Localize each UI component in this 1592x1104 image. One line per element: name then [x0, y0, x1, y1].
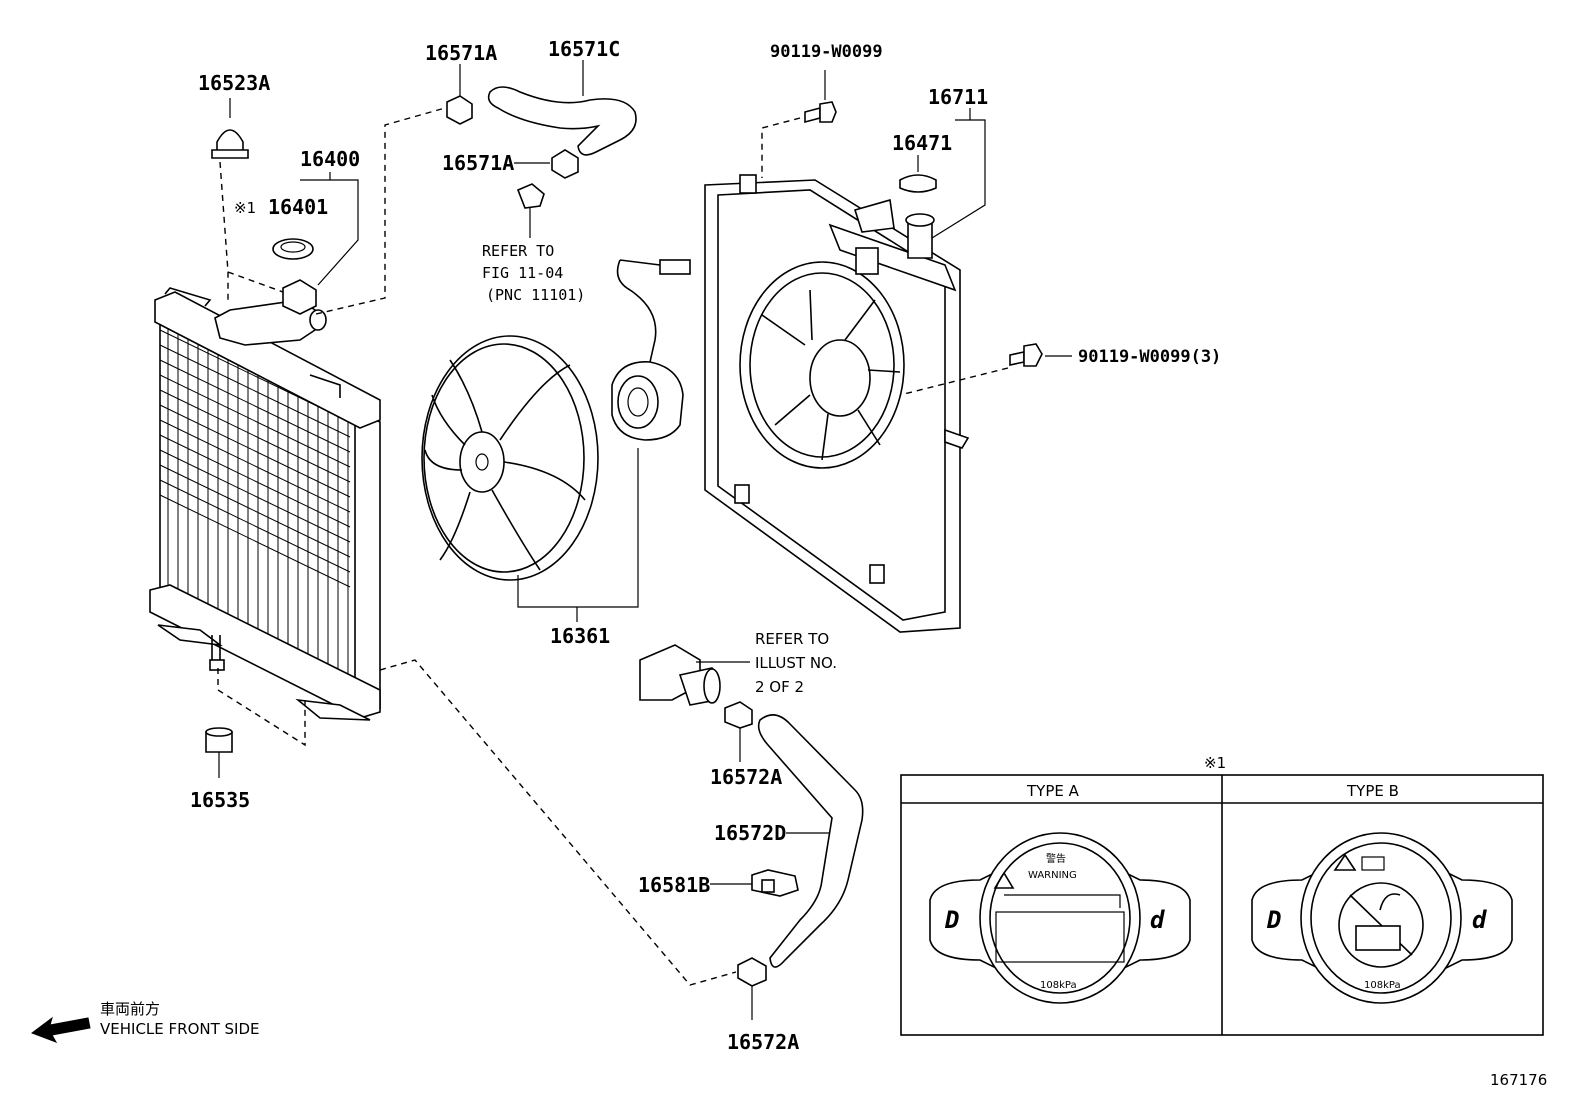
pressure-a: 108kPa: [1040, 980, 1077, 991]
front-arrow-icon: [30, 1016, 91, 1043]
upper-cushion-16523A: [211, 98, 249, 159]
warning-jp: 警告: [1046, 852, 1066, 865]
label-16571A-mid: 16571A: [442, 151, 514, 175]
front-side-en: VEHICLE FRONT SIDE: [100, 1020, 260, 1038]
refer-fig-line2: FIG 11-04: [482, 264, 563, 282]
label-16711: 16711: [928, 85, 988, 109]
label-16361: 16361: [550, 624, 610, 648]
d-mark-right: d: [1150, 906, 1165, 934]
fan-motor: [611, 259, 691, 441]
cap-type-a: D d: [929, 832, 1191, 1004]
label-16572A-top: 16572A: [710, 765, 782, 789]
label-16572D: 16572D: [714, 821, 786, 845]
label-90119-right: 90119-W0099(3): [1078, 347, 1221, 367]
lower-cushion-16535: [205, 727, 233, 778]
clamp-16571A-top: [446, 64, 473, 125]
refer-illust-line1: REFER TO: [755, 630, 829, 648]
label-16571C: 16571C: [548, 37, 620, 61]
clamp-16572A-bot: [737, 957, 767, 1020]
pipe-connector: [516, 183, 545, 238]
figure-number: 167176: [1490, 1071, 1547, 1089]
thermostat-housing: [639, 644, 750, 706]
fan-shroud-16711: [704, 174, 970, 633]
label-16572A-bot: 16572A: [727, 1030, 799, 1054]
clamp-16572A-top: [724, 701, 753, 762]
clamp-16571A-mid: [514, 149, 579, 179]
label-16523A: 16523A: [198, 71, 270, 95]
caps-note1-marker: ※1: [1204, 754, 1226, 772]
label-16400: 16400: [300, 147, 360, 171]
bolt-90119-top: [804, 70, 837, 124]
filler-neck: [905, 213, 935, 259]
bolt-90119-right: [1009, 343, 1072, 367]
cap-16471: [899, 174, 937, 193]
clamp-16581B: [710, 869, 799, 897]
d-mark-left-b: D: [1266, 906, 1281, 934]
note1-marker: ※1: [234, 199, 256, 217]
radiator-cap-16401: [272, 238, 314, 260]
caps-table: D d D d: [900, 774, 1544, 1036]
refer-fig-line1: REFER TO: [482, 242, 554, 260]
hose-16571C: [487, 60, 637, 156]
warning-en: WARNING: [1028, 870, 1077, 881]
type-b-header: TYPE B: [1346, 782, 1399, 800]
d-mark-left: D: [944, 906, 959, 934]
refer-fig-line3: (PNC 11101): [486, 286, 585, 304]
label-90119-top: 90119-W0099: [770, 42, 883, 62]
label-16581B: 16581B: [638, 873, 710, 897]
pressure-b: 108kPa: [1364, 980, 1401, 991]
cap-type-b: D d: [1251, 832, 1513, 1004]
label-16571A-top: 16571A: [425, 41, 497, 65]
refer-illust-line3: 2 OF 2: [755, 678, 804, 696]
label-16471: 16471: [892, 131, 952, 155]
type-a-header: TYPE A: [1026, 782, 1080, 800]
radiator-core-grid: [159, 320, 351, 686]
d-mark-right-b: d: [1472, 906, 1487, 934]
label-16535: 16535: [190, 788, 250, 812]
hose-16572D: [757, 714, 864, 968]
refer-illust-line2: ILLUST NO.: [755, 654, 837, 672]
label-16401: 16401: [268, 195, 328, 219]
cooling-fan-16361: [421, 335, 599, 581]
radiator-assembly: [149, 279, 381, 721]
front-side-jp: 車両前方: [100, 1000, 160, 1018]
